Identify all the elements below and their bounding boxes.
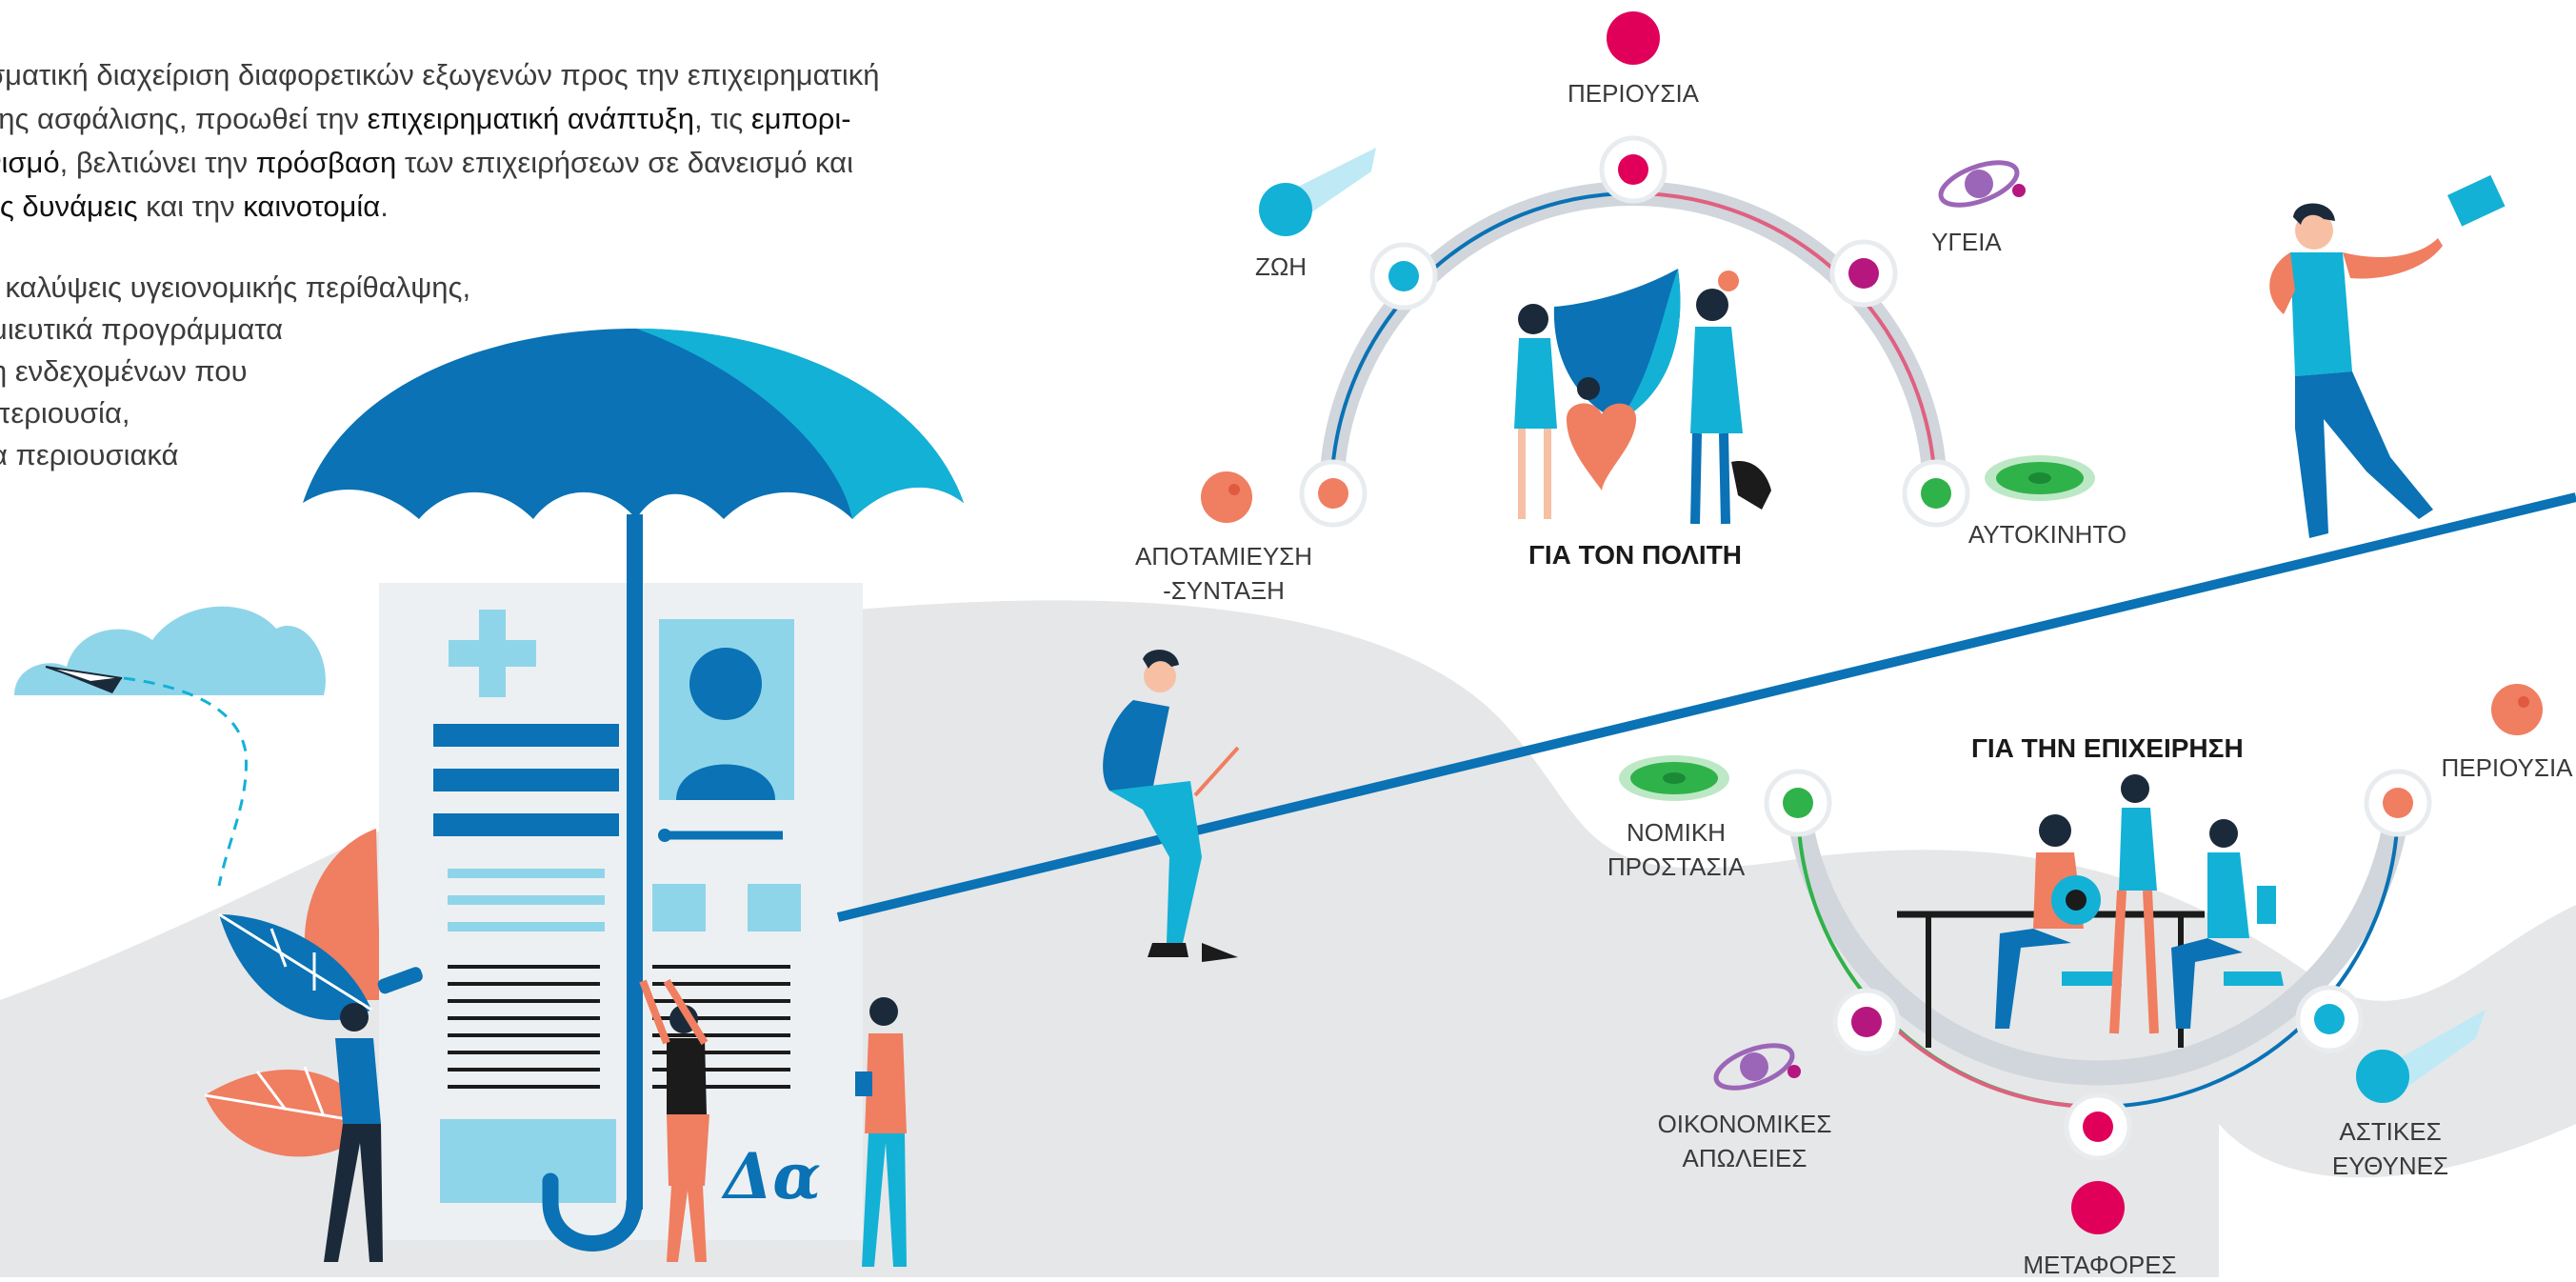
man-with-laptop-icon [1103, 650, 1240, 962]
umbrella-icon [303, 329, 964, 1252]
leaf-decoration-icon [204, 829, 381, 1157]
citizen-label-health: ΥΓΕΙΑ [1931, 228, 2002, 256]
business-node-property[interactable] [2364, 769, 2432, 837]
paper-plane-icon [45, 666, 248, 887]
business-label-liability: ΑΣΤΙΚΕΣ ΕΥΘΥΝΕΣ [2331, 1117, 2449, 1180]
citizen-label-property: ΠΕΡΙΟΥΣΙΑ [1567, 79, 1700, 108]
person-with-telescope-icon [324, 967, 423, 1262]
citizen-node-health[interactable] [1829, 239, 1898, 308]
intro-line-3: νισμό, βελτιώνει την πρόσβαση των επιχει… [0, 146, 853, 179]
property-piggy-icon [2491, 684, 2543, 735]
growth-line [836, 492, 2576, 922]
cloud-icon [14, 606, 326, 695]
bullet-item: μιευτικά προγράμματα [0, 312, 284, 346]
liability-comet-icon [2356, 1010, 2486, 1103]
bullet-item: ι καλύψεις υγειονομικής περίθαλψης, [0, 270, 471, 304]
house-coin-icon [1607, 11, 1660, 65]
health-planet-icon [1938, 160, 2026, 208]
woman-with-tablet-icon [855, 997, 907, 1267]
citizen-node-savings[interactable] [1299, 459, 1368, 528]
citizen-node-property[interactable] [1599, 135, 1667, 204]
citizen-node-car[interactable] [1902, 459, 1970, 528]
business-node-financial[interactable] [1832, 988, 1901, 1056]
bullet-item: α περιουσιακά [0, 438, 179, 471]
business-heading: ΓΙΑ ΤΗΝ ΕΠΙΧΕΙΡΗΣΗ [1971, 733, 2244, 763]
citizen-label-savings: ΑΠΟΤΑΜΙΕΥΣΗ -ΣΥΝΤΑΞΗ [1134, 542, 1313, 605]
insurance-document: Δα [379, 583, 863, 1240]
comet-icon [1259, 148, 1376, 236]
family-shield-illustration [1514, 269, 1771, 525]
citizen-label-life: ΖΩΗ [1254, 252, 1308, 281]
piggy-bank-icon [1201, 471, 1252, 523]
citizen-node-life[interactable] [1369, 242, 1438, 310]
business-label-transport: ΜΕΤΑΦΟΡΕΣ [2023, 1251, 2177, 1279]
financial-planet-icon [1713, 1043, 1801, 1091]
intro-line-4: ές δυνάμεις και την καινοτομία. [0, 190, 389, 223]
signature-scribble: Δα [721, 1139, 821, 1213]
business-node-liability[interactable] [2295, 985, 2364, 1053]
office-team-illustration [1897, 774, 2284, 1048]
coverage-bullet-list: ι καλύψεις υγειονομικής περίθαλψης, μιευ… [0, 267, 470, 476]
business-label-property: ΠΕΡΙΟΥΣΙΑ [2441, 753, 2573, 782]
man-walking-with-laptop-icon [2269, 174, 2506, 538]
woman-at-document-icon [639, 978, 709, 1262]
intro-line-1: σματική διαχείριση διαφορετικών εξωγενών… [0, 58, 880, 91]
intro-line-2: της ασφάλισης, προωθεί την επιχειρηματικ… [0, 102, 851, 135]
business-node-transport[interactable] [2064, 1092, 2132, 1161]
transport-coin-icon [2071, 1181, 2125, 1234]
business-label-financial: ΟΙΚΟΝΟΜΙΚΕΣ ΑΠΩΛΕΙΕΣ [1657, 1110, 1832, 1172]
intro-paragraph: σματική διαχείριση διαφορετικών εξωγενών… [0, 53, 879, 229]
business-label-legal: ΝΟΜΙΚΗ ΠΡΟΣΤΑΣΙΑ [1607, 818, 1746, 881]
bullet-item: η ενδεχομένων που [0, 354, 248, 388]
citizen-label-car: ΑΥΤΟΚΙΝΗΤΟ [1967, 520, 2127, 549]
car-money-icon [1985, 455, 2095, 501]
white-bay-right [2219, 1124, 2576, 1277]
legal-money-icon [1619, 755, 1729, 801]
business-node-legal[interactable] [1764, 769, 1832, 837]
citizen-heading: ΓΙΑ ΤΟΝ ΠΟΛΙΤΗ [1528, 540, 1743, 570]
bullet-item: περιουσία, [0, 396, 130, 430]
